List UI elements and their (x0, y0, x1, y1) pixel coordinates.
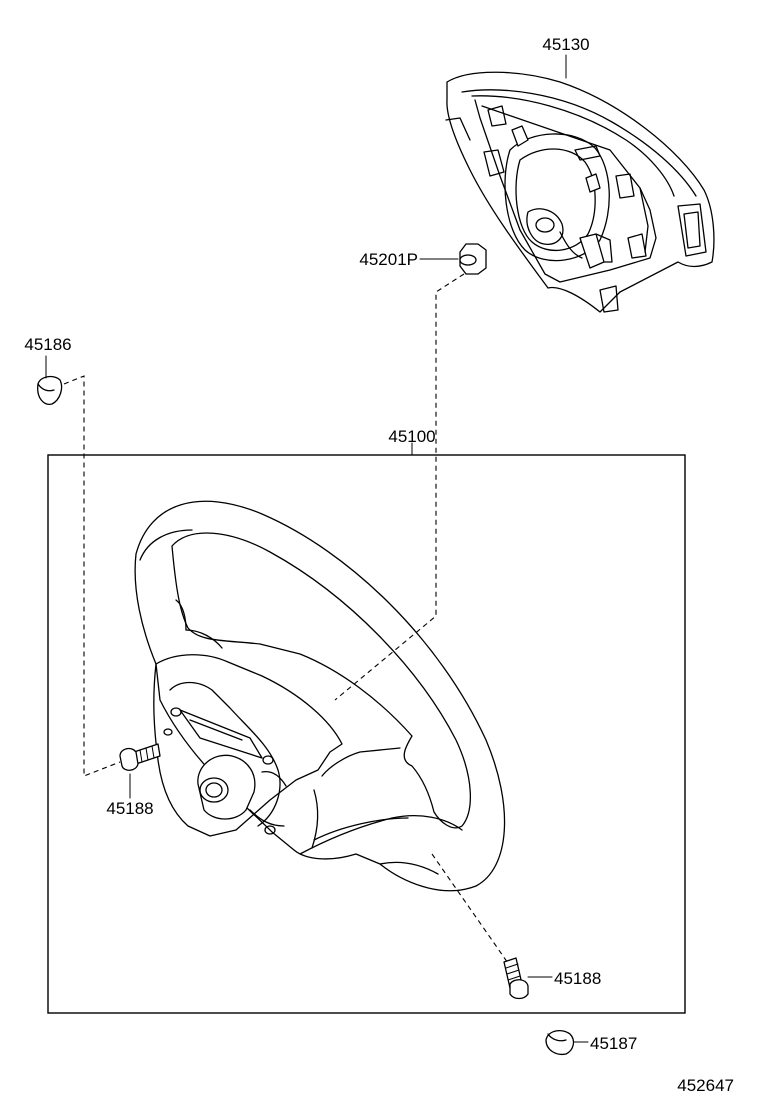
screw-left-drawing (119, 743, 161, 771)
label-pad-nut: 45201P (359, 250, 418, 269)
label-cap-lower: 45187 (590, 1034, 637, 1053)
lower-cap-drawing (545, 1029, 575, 1056)
label-wheel-assembly: 45100 (388, 427, 435, 446)
label-cap-upper: 45186 (24, 335, 71, 354)
label-screw-left: 45188 (106, 799, 153, 818)
screw-right-drawing (503, 957, 529, 1000)
label-screw-right: 45188 (554, 969, 601, 988)
dashed-leader-nut (334, 273, 465, 701)
steering-wheel-drawing (134, 500, 506, 892)
label-airbag-pad: 45130 (542, 35, 589, 54)
pad-nut-drawing (459, 243, 487, 275)
diagram-id: 452647 (677, 1076, 734, 1095)
airbag-pad-drawing (445, 71, 715, 313)
dashed-leader-cap (63, 375, 121, 777)
dashed-leader-screw (431, 853, 511, 967)
upper-cap-drawing (37, 375, 63, 405)
assembly-frame (47, 454, 686, 1014)
